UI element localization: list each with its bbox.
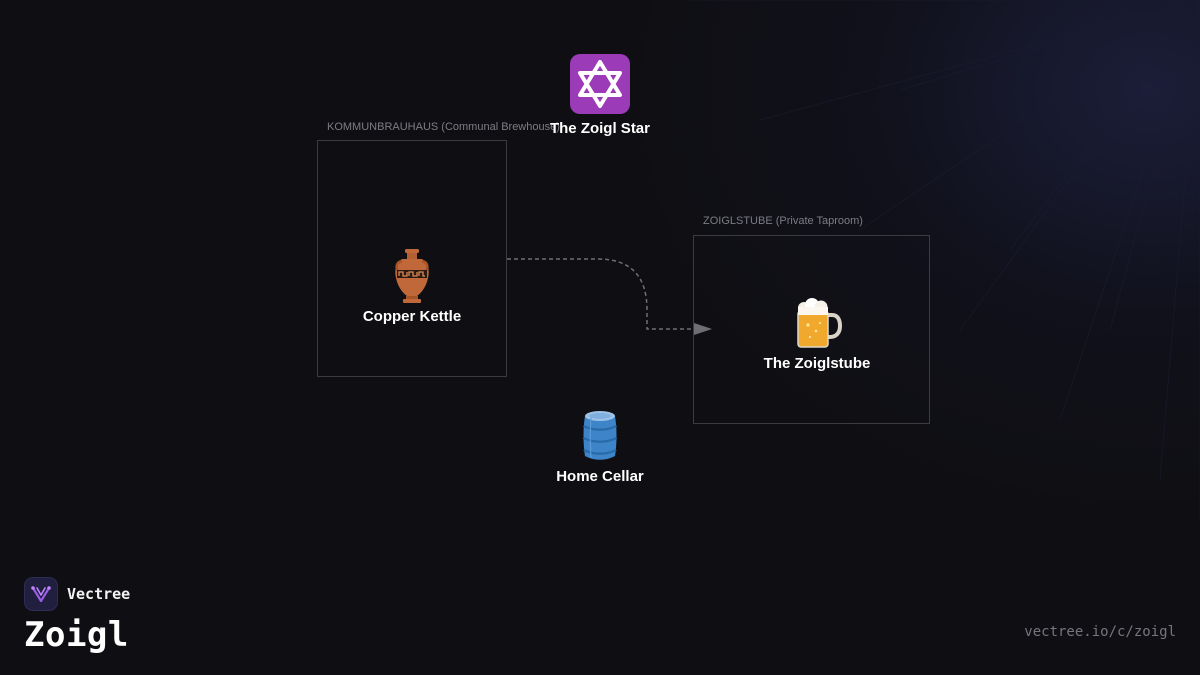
node-label: The Zoigl Star xyxy=(549,120,650,137)
arrowhead-icon xyxy=(694,323,712,335)
six-pointed-star-icon xyxy=(570,54,630,114)
barrel-icon xyxy=(582,411,618,460)
node-copper-kettle[interactable]: Copper Kettle xyxy=(312,248,512,325)
edge-line xyxy=(507,258,694,330)
group-box-kommunbrauhaus xyxy=(317,140,507,377)
node-label: The Zoiglstube xyxy=(763,355,871,372)
beer-mug-icon xyxy=(797,298,843,348)
group-label-zoiglstube: ZOIGLSTUBE (Private Taproom) xyxy=(703,215,863,227)
brand-name: Vectree xyxy=(67,585,131,603)
node-label: Copper Kettle xyxy=(362,308,462,325)
group-box-zoiglstube xyxy=(693,235,930,424)
page-title: Zoigl xyxy=(24,615,129,655)
node-zoigl-star[interactable]: The Zoigl Star xyxy=(500,52,700,137)
group-label-kommunbrauhaus: KOMMUNBRAUHAUS (Communal Brewhouse) xyxy=(327,121,560,133)
node-home-cellar[interactable]: Home Cellar xyxy=(500,408,700,485)
node-label: Home Cellar xyxy=(556,468,644,485)
footer-url[interactable]: vectree.io/c/zoigl xyxy=(1024,624,1176,640)
node-zoiglstube[interactable]: The Zoiglstube xyxy=(717,295,917,372)
brand: Vectree Zoigl xyxy=(24,577,130,655)
vectree-logo-icon xyxy=(24,577,58,611)
amphora-icon xyxy=(395,249,429,303)
